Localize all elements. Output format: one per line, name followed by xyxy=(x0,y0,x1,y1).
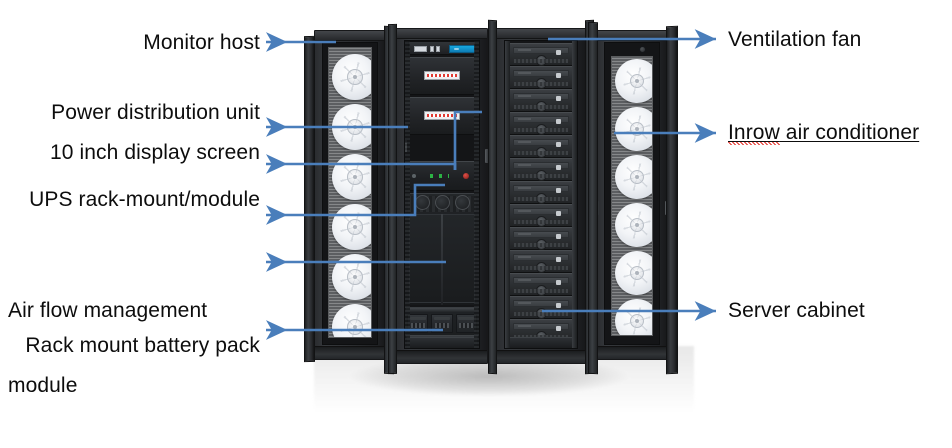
left-ac-fan-grille xyxy=(328,47,372,338)
power-ups-inner xyxy=(404,40,480,349)
power-distribution-unit-2[interactable] xyxy=(405,97,479,135)
pdu-breaker-strip xyxy=(424,110,460,121)
door-hinge xyxy=(485,149,489,163)
data-center-photo xyxy=(300,8,700,412)
airflow-fan-icon xyxy=(455,195,470,210)
cabinet-base-rail xyxy=(597,346,667,359)
server-blade[interactable] xyxy=(509,181,573,204)
label-air-flow-management: Air flow management module xyxy=(8,248,244,448)
left-inrow-ac-cabinet xyxy=(314,30,386,360)
leader-display-screen-branch xyxy=(453,110,482,170)
server-cabinet-inner xyxy=(504,40,578,349)
power-distribution-unit-1[interactable] xyxy=(405,57,479,95)
label-inrow-misspelled-word: Inrow xyxy=(728,121,780,145)
ventilation-fan-icon xyxy=(332,204,371,250)
server-blade[interactable] xyxy=(509,204,573,227)
server-blade[interactable] xyxy=(509,66,573,89)
label-server-cabinet: Server cabinet xyxy=(728,299,865,322)
server-cabinet xyxy=(496,28,586,364)
label-rack-mount-battery-pack: Rack mount battery pack xyxy=(25,334,260,357)
label-inrow-rest: air conditioner xyxy=(779,121,920,144)
side-vent-column xyxy=(474,41,479,348)
server-blade[interactable] xyxy=(509,296,573,319)
server-blade[interactable] xyxy=(509,135,573,158)
right-ac-inner xyxy=(604,42,660,345)
label-air-flow-line2: module xyxy=(8,374,78,397)
right-ac-fan-grille xyxy=(611,56,653,336)
server-blade-stack xyxy=(509,43,573,338)
pdu-breaker-strip xyxy=(424,70,460,81)
cabinet-base-rail xyxy=(397,350,487,363)
server-blade[interactable] xyxy=(509,158,573,181)
label-display-screen: 10 inch display screen xyxy=(50,141,260,164)
cabinet-floor-plate xyxy=(507,337,575,348)
ups-indicator xyxy=(411,174,416,179)
label-power-distribution-unit: Power distribution unit xyxy=(51,101,260,124)
ventilation-fan-icon xyxy=(332,304,371,337)
cabinet-base-rail xyxy=(315,346,385,359)
airflow-fan-icon xyxy=(435,195,450,210)
cabinet-base-rail xyxy=(497,350,585,363)
label-air-flow-line1: Air flow management xyxy=(8,299,208,322)
host-indicator-strip xyxy=(436,46,440,52)
ups-led-bar xyxy=(430,173,450,179)
ventilation-fan-icon xyxy=(615,59,652,103)
cabinet-floor-plate xyxy=(407,337,477,348)
battery-shelf xyxy=(406,308,478,312)
server-blade[interactable] xyxy=(509,112,573,135)
battery-row xyxy=(407,314,477,333)
cabinet-lock-knob[interactable] xyxy=(639,46,646,53)
server-blade[interactable] xyxy=(509,227,573,250)
server-blade[interactable] xyxy=(509,250,573,273)
airflow-blank-panel xyxy=(409,214,442,303)
server-blade[interactable] xyxy=(509,319,573,338)
air-flow-management-module[interactable] xyxy=(405,193,479,305)
battery-module xyxy=(431,314,453,333)
ventilation-fan-icon xyxy=(615,155,652,199)
cabinet-top-rail xyxy=(397,29,487,39)
diagram-canvas: Monitor host Power distribution unit 10 … xyxy=(8,8,919,412)
mounting-rail xyxy=(505,41,510,348)
mounting-rail xyxy=(572,41,577,348)
label-monitor-host: Monitor host xyxy=(143,31,260,54)
label-ups-rack-mount-module: UPS rack-mount/module xyxy=(29,188,260,211)
host-indicator-strip xyxy=(430,46,434,52)
ventilation-fan-icon xyxy=(615,251,652,295)
server-blade[interactable] xyxy=(509,89,573,112)
ventilation-fan-icon xyxy=(615,203,652,247)
ventilation-fan-icon xyxy=(332,154,371,200)
leader-ups-module xyxy=(265,183,445,225)
left-ac-inner xyxy=(322,42,378,345)
side-vent-column xyxy=(405,41,410,348)
server-blade[interactable] xyxy=(509,273,573,296)
right-inrow-ac-cabinet xyxy=(595,30,669,360)
power-ups-cabinet xyxy=(396,28,489,364)
label-ventilation-fan: Ventilation fan xyxy=(728,28,862,51)
leader-display-screen xyxy=(265,154,457,174)
rack-mount-battery-pack[interactable] xyxy=(405,307,479,348)
cabinet-top-rail xyxy=(497,29,585,39)
ventilation-fan-icon xyxy=(332,54,371,100)
label-inrow-air-conditioner: Inrow air conditioner xyxy=(728,120,919,145)
host-indicator-strip xyxy=(414,46,427,52)
leader-lines xyxy=(265,29,717,340)
ups-alarm-led xyxy=(463,173,470,180)
server-blade[interactable] xyxy=(509,43,573,66)
cabinet-top-rail xyxy=(597,31,667,41)
airflow-divider xyxy=(441,214,443,305)
cabinet-top-rail xyxy=(315,31,385,41)
